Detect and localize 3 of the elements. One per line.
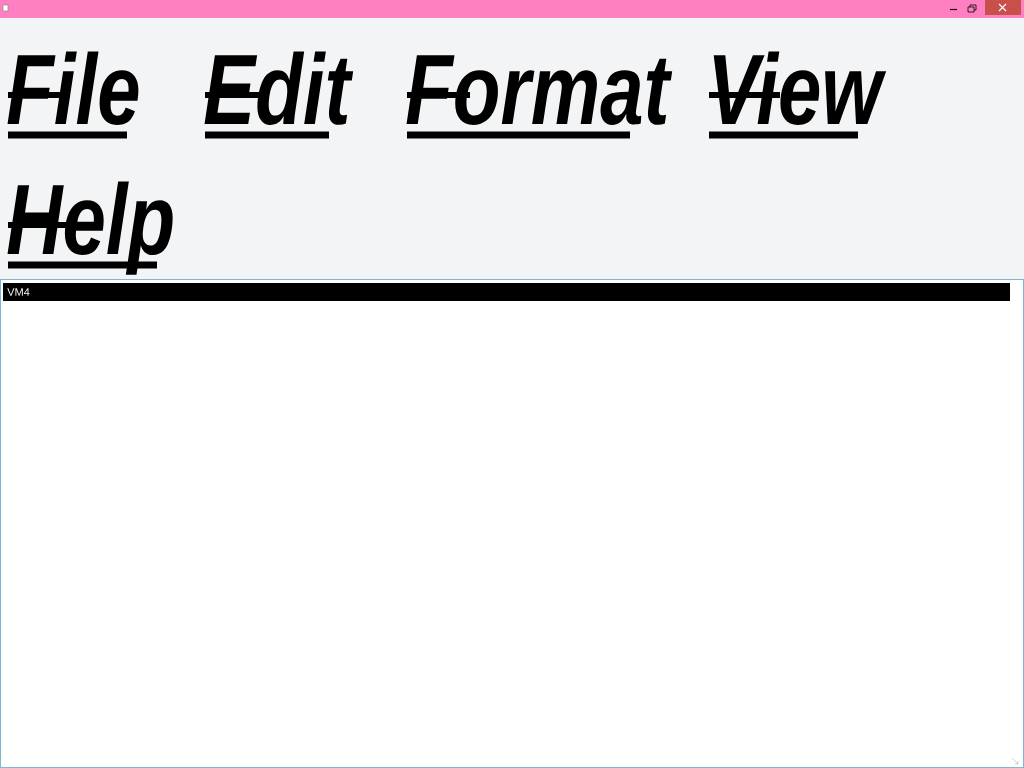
menu-item: Format: [406, 55, 673, 139]
header-bar: VM4: [3, 283, 1010, 301]
menu-item: Edit: [204, 51, 354, 139]
